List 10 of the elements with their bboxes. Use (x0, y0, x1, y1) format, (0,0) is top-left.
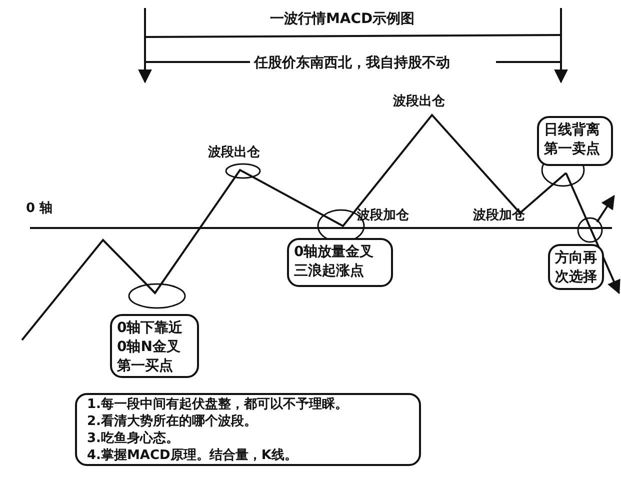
subtitle: 任股价东南西北，我自持股不动 (254, 54, 450, 72)
chart-title: 一波行情MACD示例图 (270, 10, 415, 28)
callout-box: 方向再次选择 (548, 244, 604, 290)
axis-label: 0 轴 (26, 200, 53, 217)
phase-label: 波段出仓 (208, 144, 260, 161)
note-box: 1.每一段中间有起伏盘整，都可以不予理睬。 2.看清大势所在的哪个波段。 3.吃鱼身心态。 4.掌握MACD原理。结合量，K线。 (75, 393, 421, 466)
callout-box: 0轴下靠近0轴N金叉第一买点 (110, 314, 199, 378)
callout-box: 日线背离第一卖点 (537, 116, 613, 166)
phase-label: 波段出仓 (393, 93, 445, 110)
callout-box: 0轴放量金叉三浪起涨点 (287, 238, 393, 287)
